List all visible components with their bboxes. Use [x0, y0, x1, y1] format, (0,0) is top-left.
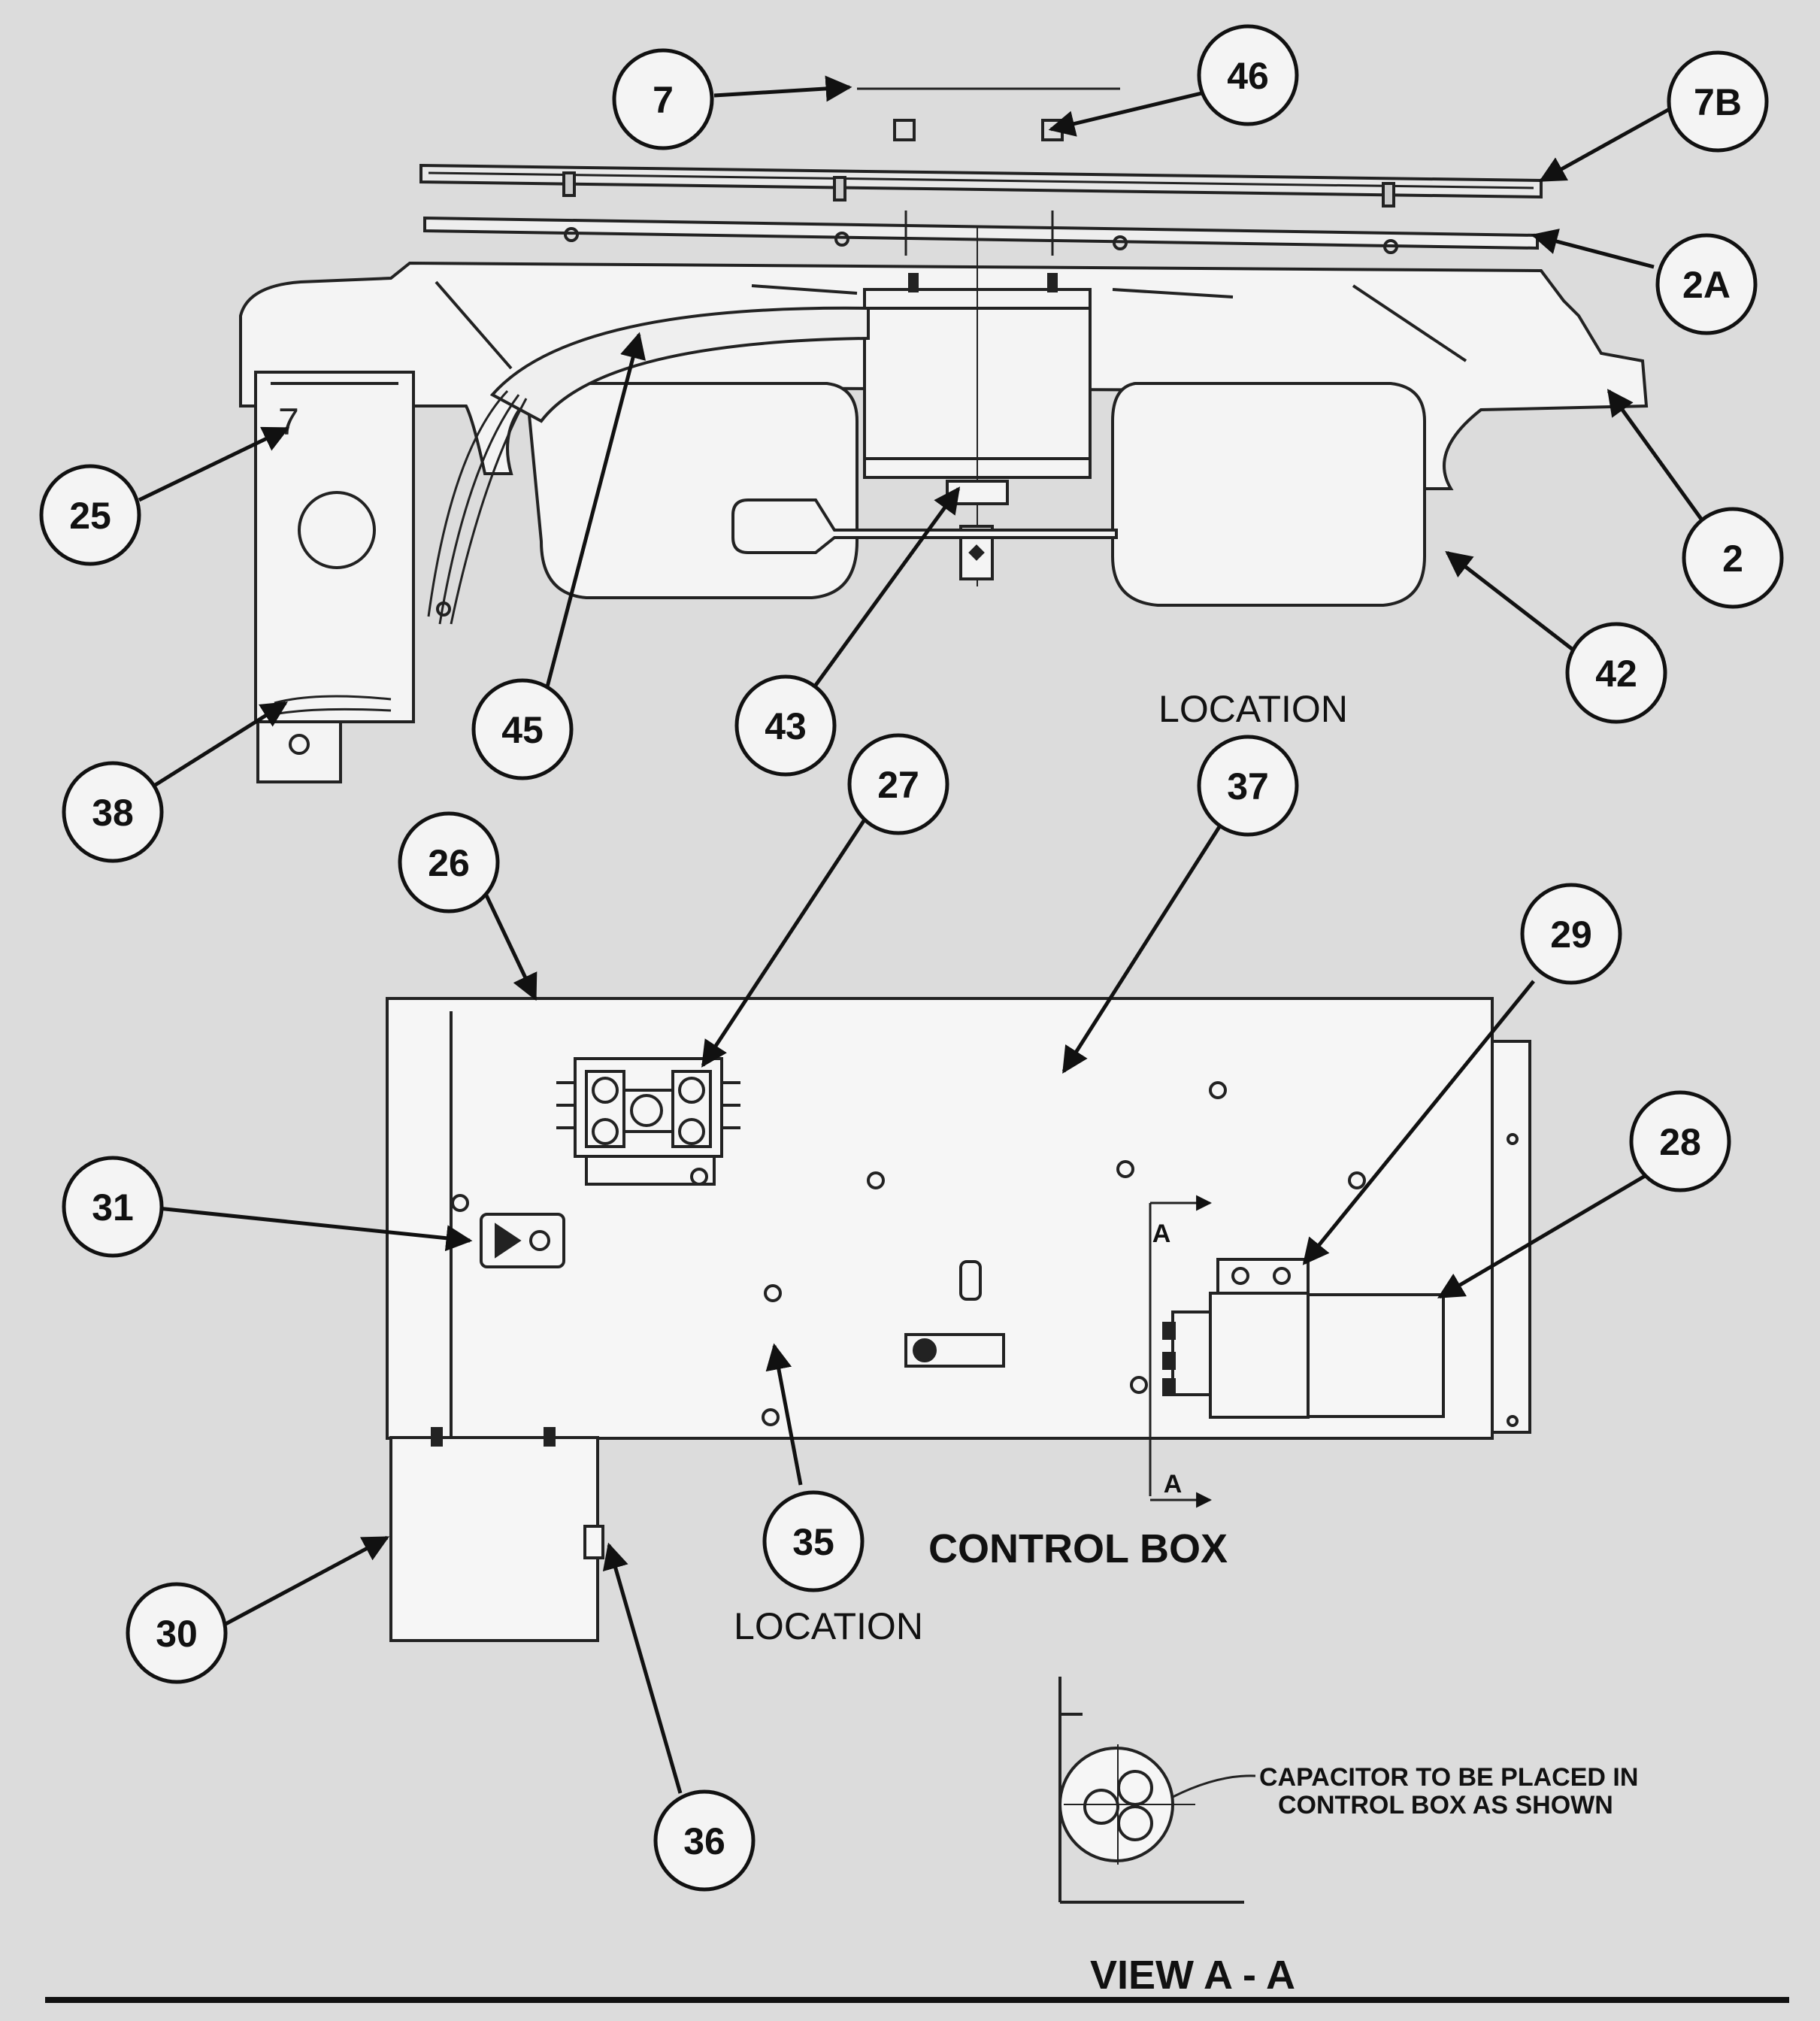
callout-42: 42 [1565, 622, 1667, 724]
rail-7b [419, 163, 1543, 208]
svg-text:29: 29 [1550, 914, 1592, 956]
svg-text:2A: 2A [1682, 264, 1731, 306]
callout-45: 45 [471, 678, 574, 780]
junction-box-30 [389, 1436, 599, 1642]
view-aa-detail [1058, 1677, 1256, 1904]
svg-text:26: 26 [428, 842, 470, 884]
callout-25: 25 [39, 464, 141, 566]
capacitor-note-line2: CONTROL BOX AS SHOWN [1278, 1791, 1613, 1820]
callout-2a: 2A [1655, 233, 1758, 335]
relay-27 [556, 1057, 740, 1186]
capacitor-28 [1162, 1258, 1445, 1419]
switch-31 [480, 1213, 565, 1268]
svg-text:36: 36 [683, 1820, 725, 1862]
callout-7: 7 [612, 48, 714, 150]
blower-wheel-42 [1111, 382, 1426, 607]
callout-36: 36 [653, 1789, 756, 1892]
svg-text:25: 25 [69, 495, 111, 537]
plug-36 [583, 1525, 604, 1559]
clip-nut-left [893, 119, 916, 141]
housing-2 [239, 226, 1649, 607]
svg-text:43: 43 [765, 705, 807, 747]
callout-46: 46 [1197, 24, 1299, 126]
callout-27: 27 [847, 733, 949, 835]
wire-harness [427, 389, 509, 617]
location-label-bottom: LOCATION [734, 1605, 923, 1647]
callout-35: 35 [762, 1490, 865, 1592]
svg-text:7: 7 [653, 79, 674, 121]
svg-text:27: 27 [877, 764, 919, 806]
svg-text:45: 45 [501, 709, 544, 751]
control-box [386, 996, 1531, 1642]
callout-2: 2 [1682, 507, 1784, 609]
text-labels: LOCATION LOCATION CONTROL BOX VIEW A - A… [734, 688, 1638, 1998]
section-mark-a-top: A [1152, 1220, 1171, 1248]
section-mark-a-bottom: A [1164, 1470, 1183, 1498]
svg-text:35: 35 [792, 1521, 834, 1563]
callout-38: 38 [62, 761, 164, 863]
location-label-top: LOCATION [1158, 688, 1348, 730]
terminal-35 [904, 1333, 1005, 1368]
callout-43: 43 [734, 674, 837, 777]
callout-26: 26 [398, 811, 500, 914]
callout-31: 31 [62, 1156, 164, 1258]
callouts: 7 46 7B 2A 2 25 45 43 42 38 27 37 26 29 … [39, 24, 1784, 1892]
capacitor-note-line1: CAPACITOR TO BE PLACED IN [1259, 1763, 1638, 1792]
svg-text:30: 30 [156, 1613, 198, 1655]
capacitor-bracket-29 [1216, 1258, 1310, 1295]
view-aa-label: VIEW A - A [1090, 1953, 1295, 1998]
plate-2a [423, 211, 1539, 256]
svg-text:37: 37 [1227, 765, 1269, 807]
callout-7b: 7B [1667, 50, 1769, 153]
leader-lines [138, 75, 1709, 1794]
wire-duct-45 [489, 306, 870, 423]
svg-text:31: 31 [92, 1186, 134, 1229]
svg-text:2: 2 [1722, 538, 1743, 580]
top-assembly: 7 [239, 87, 1649, 783]
svg-text:28: 28 [1659, 1121, 1701, 1163]
svg-text:42: 42 [1595, 653, 1637, 695]
control-box-label: CONTROL BOX [928, 1526, 1228, 1571]
callout-29: 29 [1520, 883, 1622, 985]
svg-text:46: 46 [1227, 55, 1269, 97]
callout-37: 37 [1197, 735, 1299, 837]
callout-30: 30 [126, 1582, 228, 1684]
svg-text:7B: 7B [1694, 81, 1742, 123]
handwritten-mark: 7 [278, 401, 299, 443]
callout-28: 28 [1629, 1090, 1731, 1192]
svg-text:38: 38 [92, 792, 134, 834]
